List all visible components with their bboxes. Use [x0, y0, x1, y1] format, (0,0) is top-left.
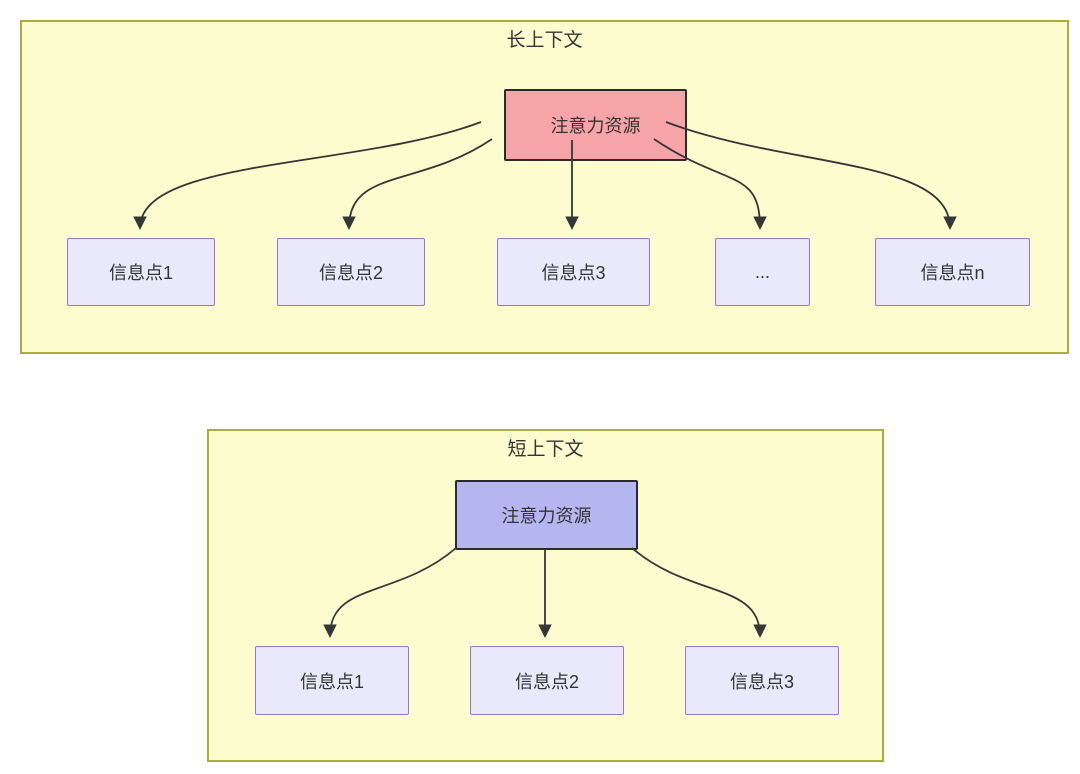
- info-node-long-2: 信息点2: [277, 238, 425, 306]
- short-context-panel: 短上下文 注意力资源 信息点1 信息点2 信息点3: [207, 429, 884, 762]
- long-context-panel: 长上下文 注意力资源 信息点1 信息点2 信息点3 ... 信息点n: [20, 20, 1069, 354]
- info-node-short-2: 信息点2: [470, 646, 624, 715]
- info-node-short-1: 信息点1: [255, 646, 409, 715]
- long-context-title: 长上下文: [506, 30, 583, 51]
- info-node-long-3: 信息点3: [497, 238, 650, 306]
- attention-resource-box-long: 注意力资源: [504, 89, 687, 161]
- info-node-long-1: 信息点1: [67, 238, 215, 306]
- info-node-short-3: 信息点3: [685, 646, 839, 715]
- attention-resource-box-short: 注意力资源: [455, 480, 638, 550]
- info-node-long-ellipsis: ...: [715, 238, 810, 306]
- info-node-long-n: 信息点n: [875, 238, 1030, 306]
- short-context-title: 短上下文: [507, 439, 584, 460]
